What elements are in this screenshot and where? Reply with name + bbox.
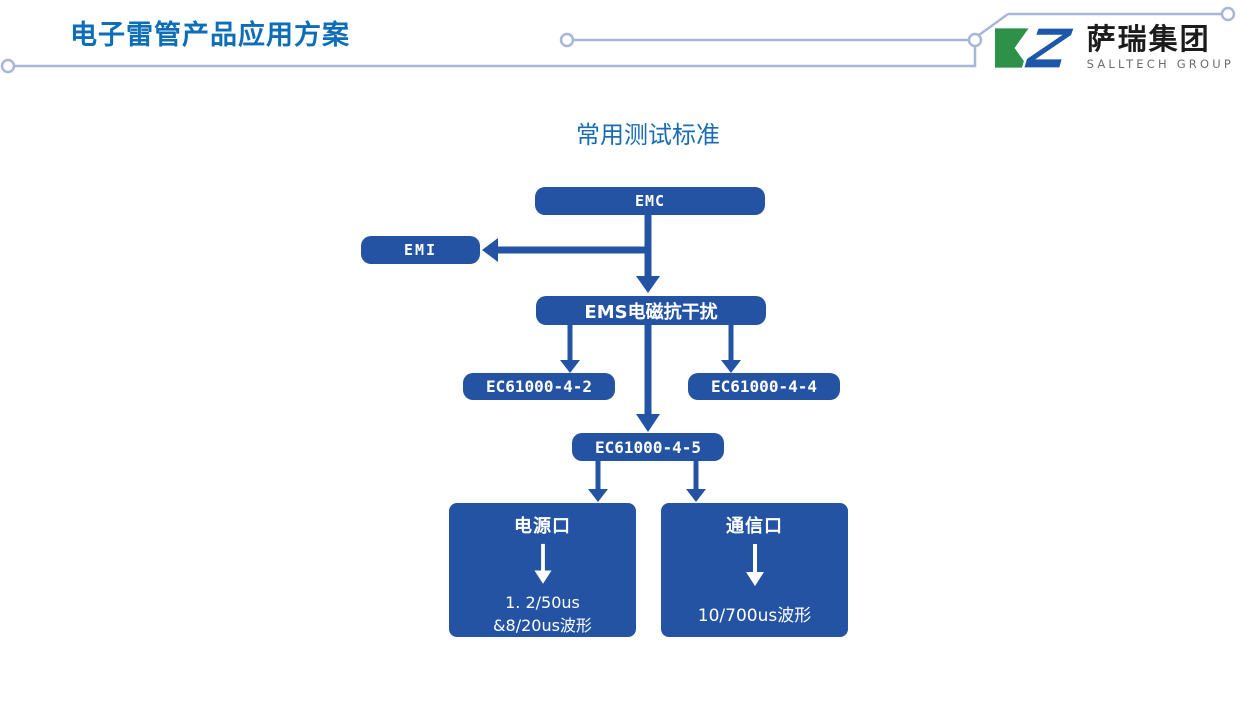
power-port-title: 电源口: [514, 516, 571, 537]
down-arrow-icon: [686, 489, 706, 502]
decorative-lines: [0, 6, 1236, 74]
waveform-line: &8/20us波形: [493, 615, 592, 635]
node-ec61000-4-2: EC61000-4-2: [463, 373, 615, 400]
node-power-port: 电源口 1. 2/50us &8/20us波形: [449, 503, 636, 637]
company-logo: 萨瑞集团 SALLTECH GROUP: [994, 24, 1234, 72]
node-ec61000-4-5: EC61000-4-5: [572, 433, 724, 461]
waveform-line: 10/700us波形: [697, 606, 812, 626]
node-ec61000-4-4: EC61000-4-4: [688, 373, 840, 400]
node-comm-port: 通信口 10/700us波形: [661, 503, 848, 637]
left-arrow-icon: [482, 238, 498, 262]
down-arrow-icon: [636, 276, 660, 293]
node-emi: EMI: [361, 236, 480, 264]
down-arrow-icon: [588, 489, 608, 502]
down-arrow-icon: [560, 360, 580, 373]
logo-company-subname: SALLTECH GROUP: [1086, 57, 1234, 72]
down-arrow-icon: [636, 414, 660, 432]
logo-mark-icon: [994, 26, 1077, 70]
white-down-arrow-icon: [745, 544, 764, 586]
comm-port-waveforms: 10/700us波形: [698, 604, 811, 629]
waveform-line: 1. 2/50us: [505, 592, 580, 612]
page-title: 电子雷管产品应用方案: [70, 20, 350, 51]
white-down-arrow-icon: [533, 543, 552, 584]
diagram-title: 常用测试标准: [576, 121, 720, 149]
power-port-waveforms: 1. 2/50us &8/20us波形: [493, 591, 592, 637]
comm-port-title: 通信口: [726, 516, 783, 537]
node-emc: EMC: [535, 187, 765, 215]
logo-company-name: 萨瑞集团: [1086, 22, 1211, 57]
node-ems: EMS电磁抗干扰: [536, 296, 766, 325]
down-arrow-icon: [721, 360, 741, 373]
logo-text: 萨瑞集团 SALLTECH GROUP: [1087, 25, 1234, 71]
